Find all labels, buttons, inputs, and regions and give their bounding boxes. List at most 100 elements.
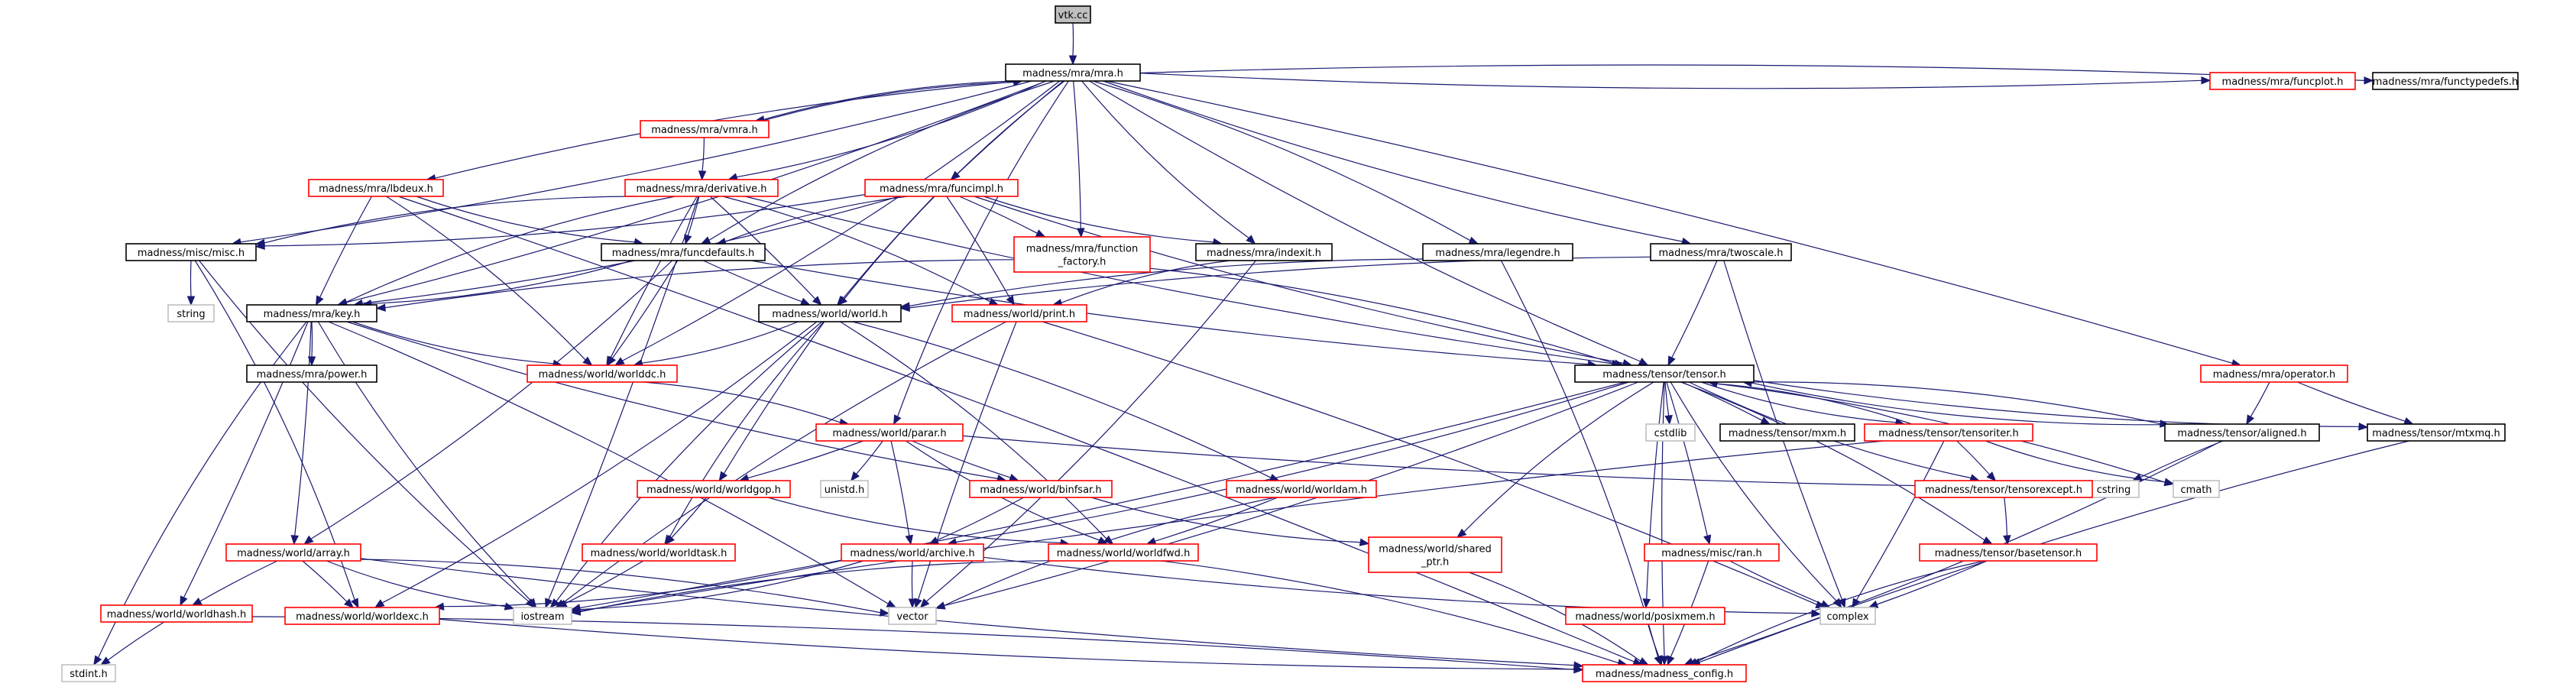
edge-line <box>890 440 910 536</box>
edge-line <box>1696 560 1985 662</box>
edge-funcdefaults-to-worldh <box>703 260 811 306</box>
edge-line <box>1072 22 1074 57</box>
node-label: madness/tensor/mxm.h <box>1729 428 1846 439</box>
edge-arrowhead <box>1468 236 1479 245</box>
node-label: madness/tensor/basetensor.h <box>1935 548 2082 559</box>
edge-arrowhead <box>1986 471 1997 481</box>
edge-line <box>708 80 1055 241</box>
node-mtxmq[interactable]: madness/tensor/mtxmq.h <box>2367 423 2506 442</box>
edge-line <box>1716 383 1913 425</box>
node-label: madness/world/worldgop.h <box>646 484 781 496</box>
node-box <box>1565 607 1725 625</box>
node-worldh[interactable]: madness/world/world.h <box>758 304 902 322</box>
node-label: madness/world/worldexc.h <box>296 611 429 623</box>
edge-line <box>1500 260 1659 657</box>
node-label: complex <box>1826 611 1868 623</box>
node-vmra[interactable]: madness/mra/vmra.h <box>640 120 770 138</box>
node-worldexc[interactable]: madness/world/worldexc.h <box>284 607 440 625</box>
node-worldfwd[interactable]: madness/world/worldfwd.h <box>1048 543 1199 562</box>
node-box <box>2209 72 2356 90</box>
edge-tensorexcept-to-basetensor <box>2003 497 2011 546</box>
edge-arrowhead <box>1811 609 1822 618</box>
edge-arrowhead <box>180 595 188 607</box>
node-mxm[interactable]: madness/tensor/mxm.h <box>1719 423 1855 442</box>
node-basetensor[interactable]: madness/tensor/basetensor.h <box>1919 543 2098 562</box>
edge-arrowhead <box>718 471 727 482</box>
node-ran[interactable]: madness/misc/ran.h <box>1644 543 1780 562</box>
node-binfsar[interactable]: madness/world/binfsar.h <box>969 480 1113 498</box>
edge-line <box>199 260 530 602</box>
node-posixmem[interactable]: madness/world/posixmem.h <box>1565 607 1725 625</box>
node-key[interactable]: madness/mra/key.h <box>246 304 377 322</box>
edge-line <box>579 560 864 611</box>
node-funcimpl[interactable]: madness/mra/funcimpl.h <box>864 179 1019 197</box>
node-tensor[interactable]: madness/tensor/tensor.h <box>1574 364 1755 383</box>
node-label: _factory.h <box>1058 257 1107 268</box>
node-box <box>308 179 444 197</box>
node-parar[interactable]: madness/world/parar.h <box>815 423 964 442</box>
node-worldam[interactable]: madness/world/worldam.h <box>1226 480 1377 498</box>
node-tensorexcept[interactable]: madness/tensor/tensorexcept.h <box>1914 480 2093 498</box>
node-cmath: cmath <box>2173 480 2220 498</box>
node-box <box>1422 243 1573 261</box>
node-twoscale[interactable]: madness/mra/twoscale.h <box>1650 243 1792 261</box>
node-label: madness/tensor/tensoriter.h <box>1878 428 2018 439</box>
node-archive[interactable]: madness/world/archive.h <box>841 543 984 562</box>
edge-mra-to-funcdefaults <box>700 80 1055 245</box>
edge-arrowhead <box>1008 474 1019 481</box>
node-label: madness/mra/funcplot.h <box>2222 76 2344 88</box>
edge-arrowhead <box>2364 76 2374 85</box>
edge-line <box>1139 73 2202 89</box>
edge-line <box>1956 440 1991 475</box>
edge-parar-to-binfsar <box>912 440 1019 481</box>
node-config[interactable]: madness/madness_config.h <box>1582 664 1747 682</box>
edge-line <box>310 260 673 539</box>
edge-arrowhead <box>1359 538 1370 546</box>
node-lbdeux[interactable]: madness/mra/lbdeux.h <box>308 179 444 197</box>
edge-tensoriter-to-tensorexcept <box>1956 440 1997 481</box>
edge-line <box>723 321 825 475</box>
node-worldhash[interactable]: madness/world/worldhash.h <box>100 604 253 623</box>
node-mra[interactable]: madness/mra/mra.h <box>1005 63 1141 82</box>
node-funcdefaults[interactable]: madness/mra/funcdefaults.h <box>601 243 766 261</box>
node-label: madness/mra/legendre.h <box>1435 248 1560 259</box>
node-indexit[interactable]: madness/mra/indexit.h <box>1195 243 1333 261</box>
edge-arrowhead <box>100 656 111 666</box>
edge-line <box>946 196 1010 298</box>
edge-line <box>360 558 1575 666</box>
node-label: madness/mra/functypedefs.h <box>2373 76 2519 88</box>
edge-tensor-to-tensoriter <box>1700 381 1906 426</box>
node-worldtask[interactable]: madness/world/worldtask.h <box>582 543 736 562</box>
edge-line <box>842 196 935 300</box>
node-box <box>61 664 116 682</box>
edge-line <box>398 196 1635 662</box>
edge-line <box>1985 440 2166 483</box>
node-operator[interactable]: madness/mra/operator.h <box>2200 364 2348 383</box>
node-sharedptr[interactable]: madness/world/shared_ptr.h <box>1368 536 1502 573</box>
node-label: madness/world/parar.h <box>832 428 946 439</box>
node-tensoriter[interactable]: madness/tensor/tensoriter.h <box>1864 423 2033 442</box>
node-worlddc[interactable]: madness/world/worlddc.h <box>527 364 678 383</box>
node-funcfactory[interactable]: madness/mra/function_factory.h <box>1013 236 1151 273</box>
edge-line <box>763 80 1015 120</box>
node-box <box>225 543 361 562</box>
node-functypedefs[interactable]: madness/mra/functypedefs.h <box>2372 72 2519 90</box>
node-power[interactable]: madness/mra/power.h <box>246 364 377 383</box>
node-vtk[interactable]: vtk.cc <box>1055 5 1091 24</box>
node-funcplot[interactable]: madness/mra/funcplot.h <box>2209 72 2356 90</box>
node-box <box>1719 423 1855 442</box>
node-derivative[interactable]: madness/mra/derivative.h <box>624 179 779 197</box>
edge-arrowhead <box>307 356 316 367</box>
edge-derivative-to-misc <box>254 196 635 248</box>
node-legendre[interactable]: madness/mra/legendre.h <box>1422 243 1573 261</box>
node-misc[interactable]: madness/misc/misc.h <box>125 243 257 261</box>
node-print[interactable]: madness/world/print.h <box>951 304 1087 322</box>
edge-arrowhead <box>582 356 593 366</box>
edge-line <box>384 259 1015 309</box>
node-array[interactable]: madness/world/array.h <box>225 543 361 562</box>
edge-line <box>944 497 1276 607</box>
node-worldgop[interactable]: madness/world/worldgop.h <box>637 480 791 498</box>
node-aligned[interactable]: madness/tensor/aligned.h <box>2164 423 2320 442</box>
edge-funcimpl-to-worldh <box>836 196 935 306</box>
edge-mra-to-funcfactory <box>1073 80 1085 238</box>
